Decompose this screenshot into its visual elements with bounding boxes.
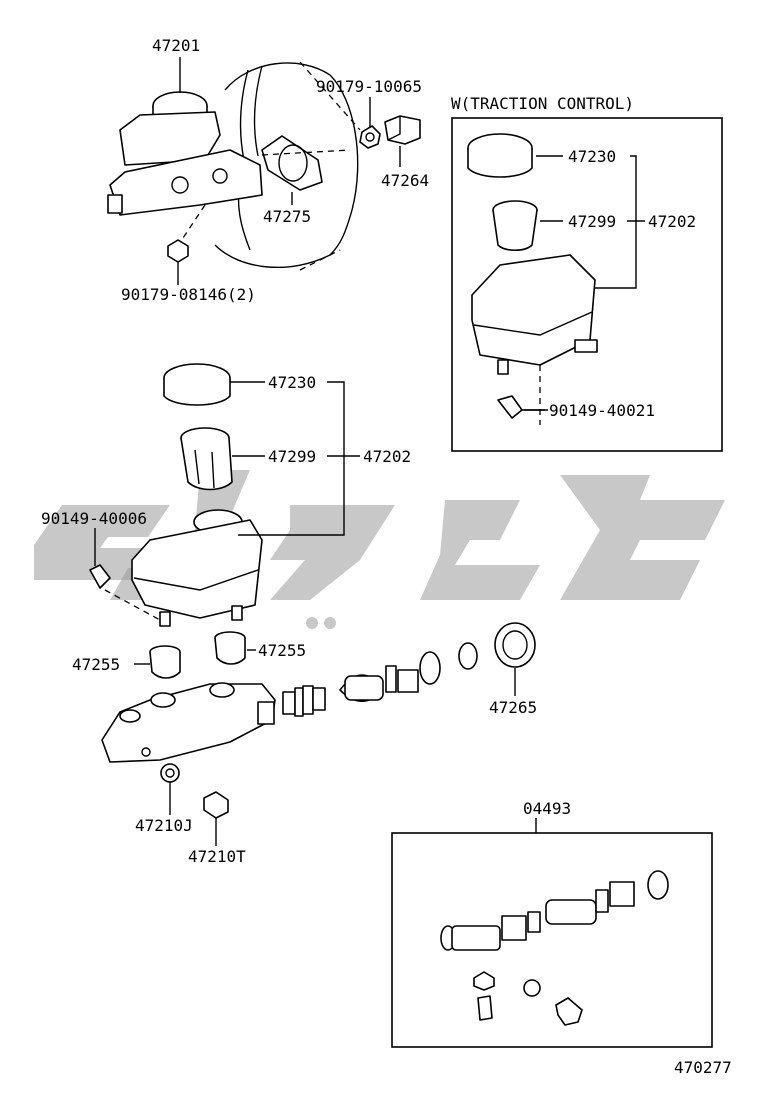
label-47210T: 47210T — [188, 847, 246, 866]
master-cylinder-assembly-47201 — [107, 91, 263, 251]
label-47264: 47264 — [381, 171, 429, 190]
bracket-47264 — [384, 115, 421, 145]
traction-control-box — [451, 117, 723, 452]
master-cylinder-body — [101, 682, 276, 763]
traction-control-title: W(TRACTION CONTROL) — [451, 94, 634, 113]
reservoir-cap-47230 — [163, 363, 231, 406]
label-90149-40006: 90149-40006 — [41, 509, 147, 528]
plug-47210T — [203, 791, 229, 819]
label-90179-08146: 90179-08146(2) — [121, 285, 256, 304]
label-04493: 04493 — [523, 799, 571, 818]
reservoir-47202 — [131, 509, 263, 627]
nut-90179-08146 — [167, 239, 189, 282]
label-47299: 47299 — [268, 447, 316, 466]
piston-assembly — [282, 622, 536, 717]
label-47210J: 47210J — [135, 816, 193, 835]
kit-box-04493 — [391, 832, 713, 1048]
label-47201: 47201 — [152, 36, 200, 55]
label-tc-47299: 47299 — [568, 212, 616, 231]
gasket-47275 — [261, 135, 351, 191]
grommet-47255-left — [149, 645, 181, 679]
gasket-47210J — [160, 763, 180, 783]
grommet-47255-right — [214, 631, 246, 665]
bolt-90149-40006 — [89, 564, 161, 621]
label-tc-90149-40021: 90149-40021 — [549, 401, 655, 420]
watermark-logo — [34, 470, 725, 629]
label-47255-right: 47255 — [258, 641, 306, 660]
leader-lines — [94, 57, 645, 846]
label-47255-left: 47255 — [72, 655, 120, 674]
label-90179-10065: 90179-10065 — [316, 77, 422, 96]
label-47275: 47275 — [263, 207, 311, 226]
figure-number: 470277 — [674, 1058, 732, 1077]
part-labels: 47201 90179-10065 W(TRACTION CONTROL) 47… — [41, 36, 732, 1077]
label-47230: 47230 — [268, 373, 316, 392]
label-47265: 47265 — [489, 698, 537, 717]
label-47202: 47202 — [363, 447, 411, 466]
strainer-47299 — [180, 427, 233, 491]
label-tc-47230: 47230 — [568, 147, 616, 166]
brake-booster — [214, 61, 361, 271]
label-tc-47202: 47202 — [648, 212, 696, 231]
nut-90179-10065 — [359, 125, 381, 149]
